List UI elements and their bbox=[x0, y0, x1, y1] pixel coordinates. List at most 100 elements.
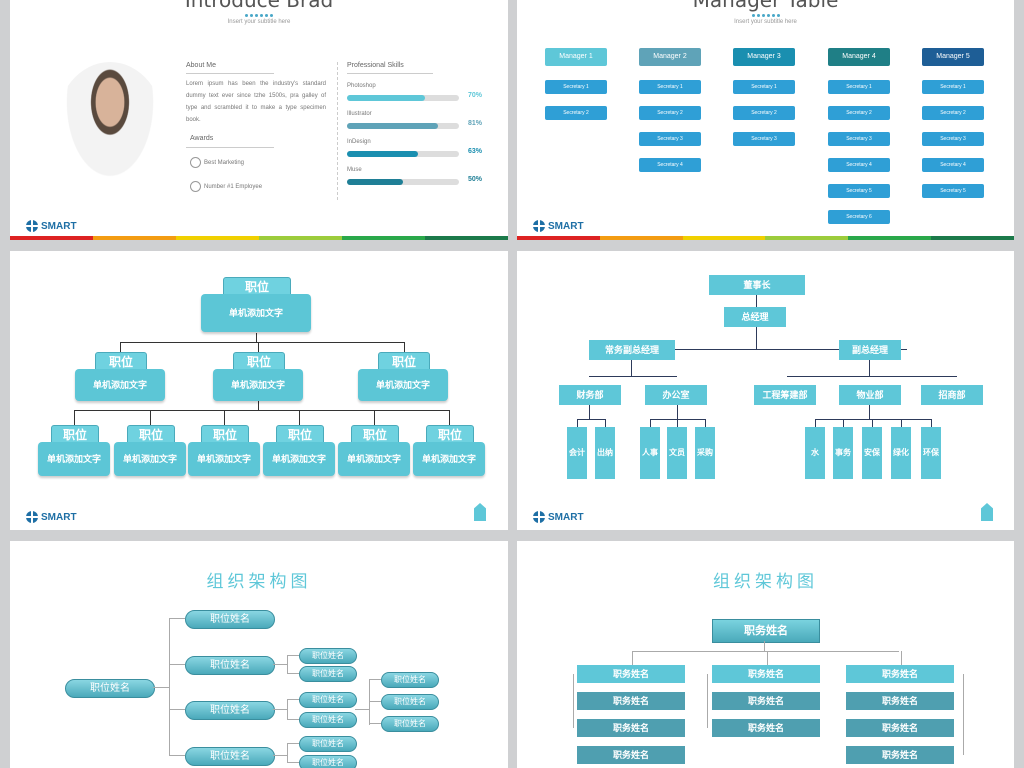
secretary-box: Secretary 3 bbox=[828, 132, 890, 146]
slide-company-org[interactable]: 董事长 总经理 常务副总经理 副总经理 财务部 办公室 工程筹建部 物业部 招商… bbox=[517, 251, 1014, 530]
connector bbox=[632, 651, 899, 652]
connector bbox=[273, 664, 287, 665]
skill-percent: 50% bbox=[468, 176, 483, 183]
connector bbox=[153, 687, 169, 688]
secretary-box: Secretary 1 bbox=[639, 80, 701, 94]
chairman-box: 董事长 bbox=[709, 275, 805, 295]
connector bbox=[589, 376, 677, 377]
connector bbox=[273, 709, 287, 710]
sub-department-box: 环保部 bbox=[921, 427, 941, 509]
skill-bar bbox=[347, 151, 459, 157]
slide-title: Introduce Brad bbox=[184, 0, 334, 12]
connector bbox=[287, 743, 299, 744]
smart-logo: SMART bbox=[26, 220, 77, 232]
skill-bar bbox=[347, 95, 459, 101]
position-box: 单机添加文字 bbox=[213, 369, 303, 401]
connector bbox=[299, 410, 300, 426]
slide-org-chart-columns[interactable]: 组织架构图 职务姓名职务姓名职务姓名职务姓名职务姓名职务姓名职务姓名职务姓名职务… bbox=[517, 541, 1014, 768]
slide-position-tree[interactable]: 职位单机添加文字职位单机添加文字职位单机添加文字职位单机添加文字职位单机添加文字… bbox=[10, 251, 508, 530]
connector bbox=[258, 342, 259, 354]
member-node: 职务姓名 bbox=[577, 746, 685, 764]
vertical-divider bbox=[337, 62, 339, 200]
skill-name: Illustrator bbox=[347, 111, 372, 117]
level2-node: 职位姓名 bbox=[299, 736, 357, 752]
connector bbox=[74, 410, 450, 411]
divider bbox=[186, 73, 274, 74]
connector bbox=[756, 327, 757, 349]
globe-icon bbox=[533, 220, 545, 232]
slide-introduce-brad[interactable]: Introduce Brad Insert your subtitle here… bbox=[10, 0, 508, 240]
secretary-box: Secretary 2 bbox=[922, 106, 984, 120]
secretary-box: Secretary 1 bbox=[828, 80, 890, 94]
connector bbox=[869, 405, 870, 419]
slide-org-chart-horizontal[interactable]: 组织架构图 职位姓名职位姓名职位姓名职位姓名职位姓名职位姓名职位姓名职位姓名职位… bbox=[10, 541, 508, 768]
level1-node: 职位姓名 bbox=[185, 610, 275, 629]
connector bbox=[404, 342, 405, 354]
level2-node: 职位姓名 bbox=[299, 712, 357, 728]
dept-engineering: 工程筹建部 bbox=[754, 385, 816, 405]
smart-logo: SMART bbox=[533, 511, 584, 523]
connector bbox=[256, 333, 257, 343]
secretary-box: Secretary 1 bbox=[733, 80, 795, 94]
manager-box: Manager 1 bbox=[545, 48, 607, 66]
sub-department-box: 安保 bbox=[862, 427, 882, 479]
title-dots bbox=[245, 14, 273, 17]
connector bbox=[287, 743, 288, 762]
level3-node: 职位姓名 bbox=[381, 716, 439, 732]
connector bbox=[677, 419, 678, 427]
position-tab: 职位 bbox=[51, 425, 99, 445]
position-box: 单机添加文字 bbox=[201, 294, 311, 332]
member-node: 职务姓名 bbox=[846, 746, 954, 764]
slide-manager-table[interactable]: Manager Table Insert your subtitle here … bbox=[517, 0, 1014, 240]
connector bbox=[632, 651, 633, 665]
root-node: 职位姓名 bbox=[65, 679, 155, 698]
connector bbox=[369, 679, 370, 725]
position-box: 单机添加文字 bbox=[38, 442, 110, 476]
connector bbox=[74, 410, 75, 426]
position-box: 单机添加文字 bbox=[188, 442, 260, 476]
profile-photo bbox=[55, 62, 165, 196]
secretary-box: Secretary 4 bbox=[828, 158, 890, 172]
connector bbox=[573, 674, 574, 728]
dept-office: 办公室 bbox=[645, 385, 707, 405]
home-icon[interactable] bbox=[981, 503, 993, 521]
skill-name: Photoshop bbox=[347, 83, 376, 89]
secretary-box: Secretary 2 bbox=[545, 106, 607, 120]
connector bbox=[617, 349, 907, 350]
connector bbox=[287, 673, 299, 674]
award-ribbon-icon bbox=[190, 181, 201, 192]
sub-department-box: 采购 bbox=[695, 427, 715, 479]
connector bbox=[901, 419, 902, 427]
position-box: 单机添加文字 bbox=[358, 369, 448, 401]
connector bbox=[756, 295, 757, 307]
connector bbox=[631, 360, 632, 376]
connector bbox=[287, 762, 299, 763]
connector bbox=[705, 419, 706, 427]
home-icon[interactable] bbox=[474, 503, 486, 521]
awards-heading: Awards bbox=[190, 135, 214, 142]
connector bbox=[287, 655, 288, 673]
connector bbox=[120, 342, 121, 354]
sub-department-box: 出纳 bbox=[595, 427, 615, 479]
dept-investment: 招商部 bbox=[921, 385, 983, 405]
connector bbox=[369, 701, 381, 702]
position-box: 单机添加文字 bbox=[75, 369, 165, 401]
connector bbox=[605, 419, 606, 427]
connector bbox=[787, 376, 957, 377]
skill-percent: 63% bbox=[468, 148, 483, 155]
secretary-box: Secretary 3 bbox=[639, 132, 701, 146]
connector bbox=[355, 709, 369, 710]
connector bbox=[258, 399, 259, 410]
award-item: Number #1 Employee bbox=[204, 184, 263, 190]
connector bbox=[901, 651, 902, 665]
smart-logo: SMART bbox=[26, 511, 77, 523]
level3-node: 职位姓名 bbox=[381, 694, 439, 710]
secretary-box: Secretary 1 bbox=[545, 80, 607, 94]
manager-box: Manager 5 bbox=[922, 48, 984, 66]
secretary-box: Secretary 4 bbox=[639, 158, 701, 172]
position-box: 单机添加文字 bbox=[263, 442, 335, 476]
member-node: 职务姓名 bbox=[846, 692, 954, 710]
sub-department-box: 事务 bbox=[833, 427, 853, 479]
connector bbox=[577, 419, 578, 427]
secretary-box: Secretary 5 bbox=[828, 184, 890, 198]
